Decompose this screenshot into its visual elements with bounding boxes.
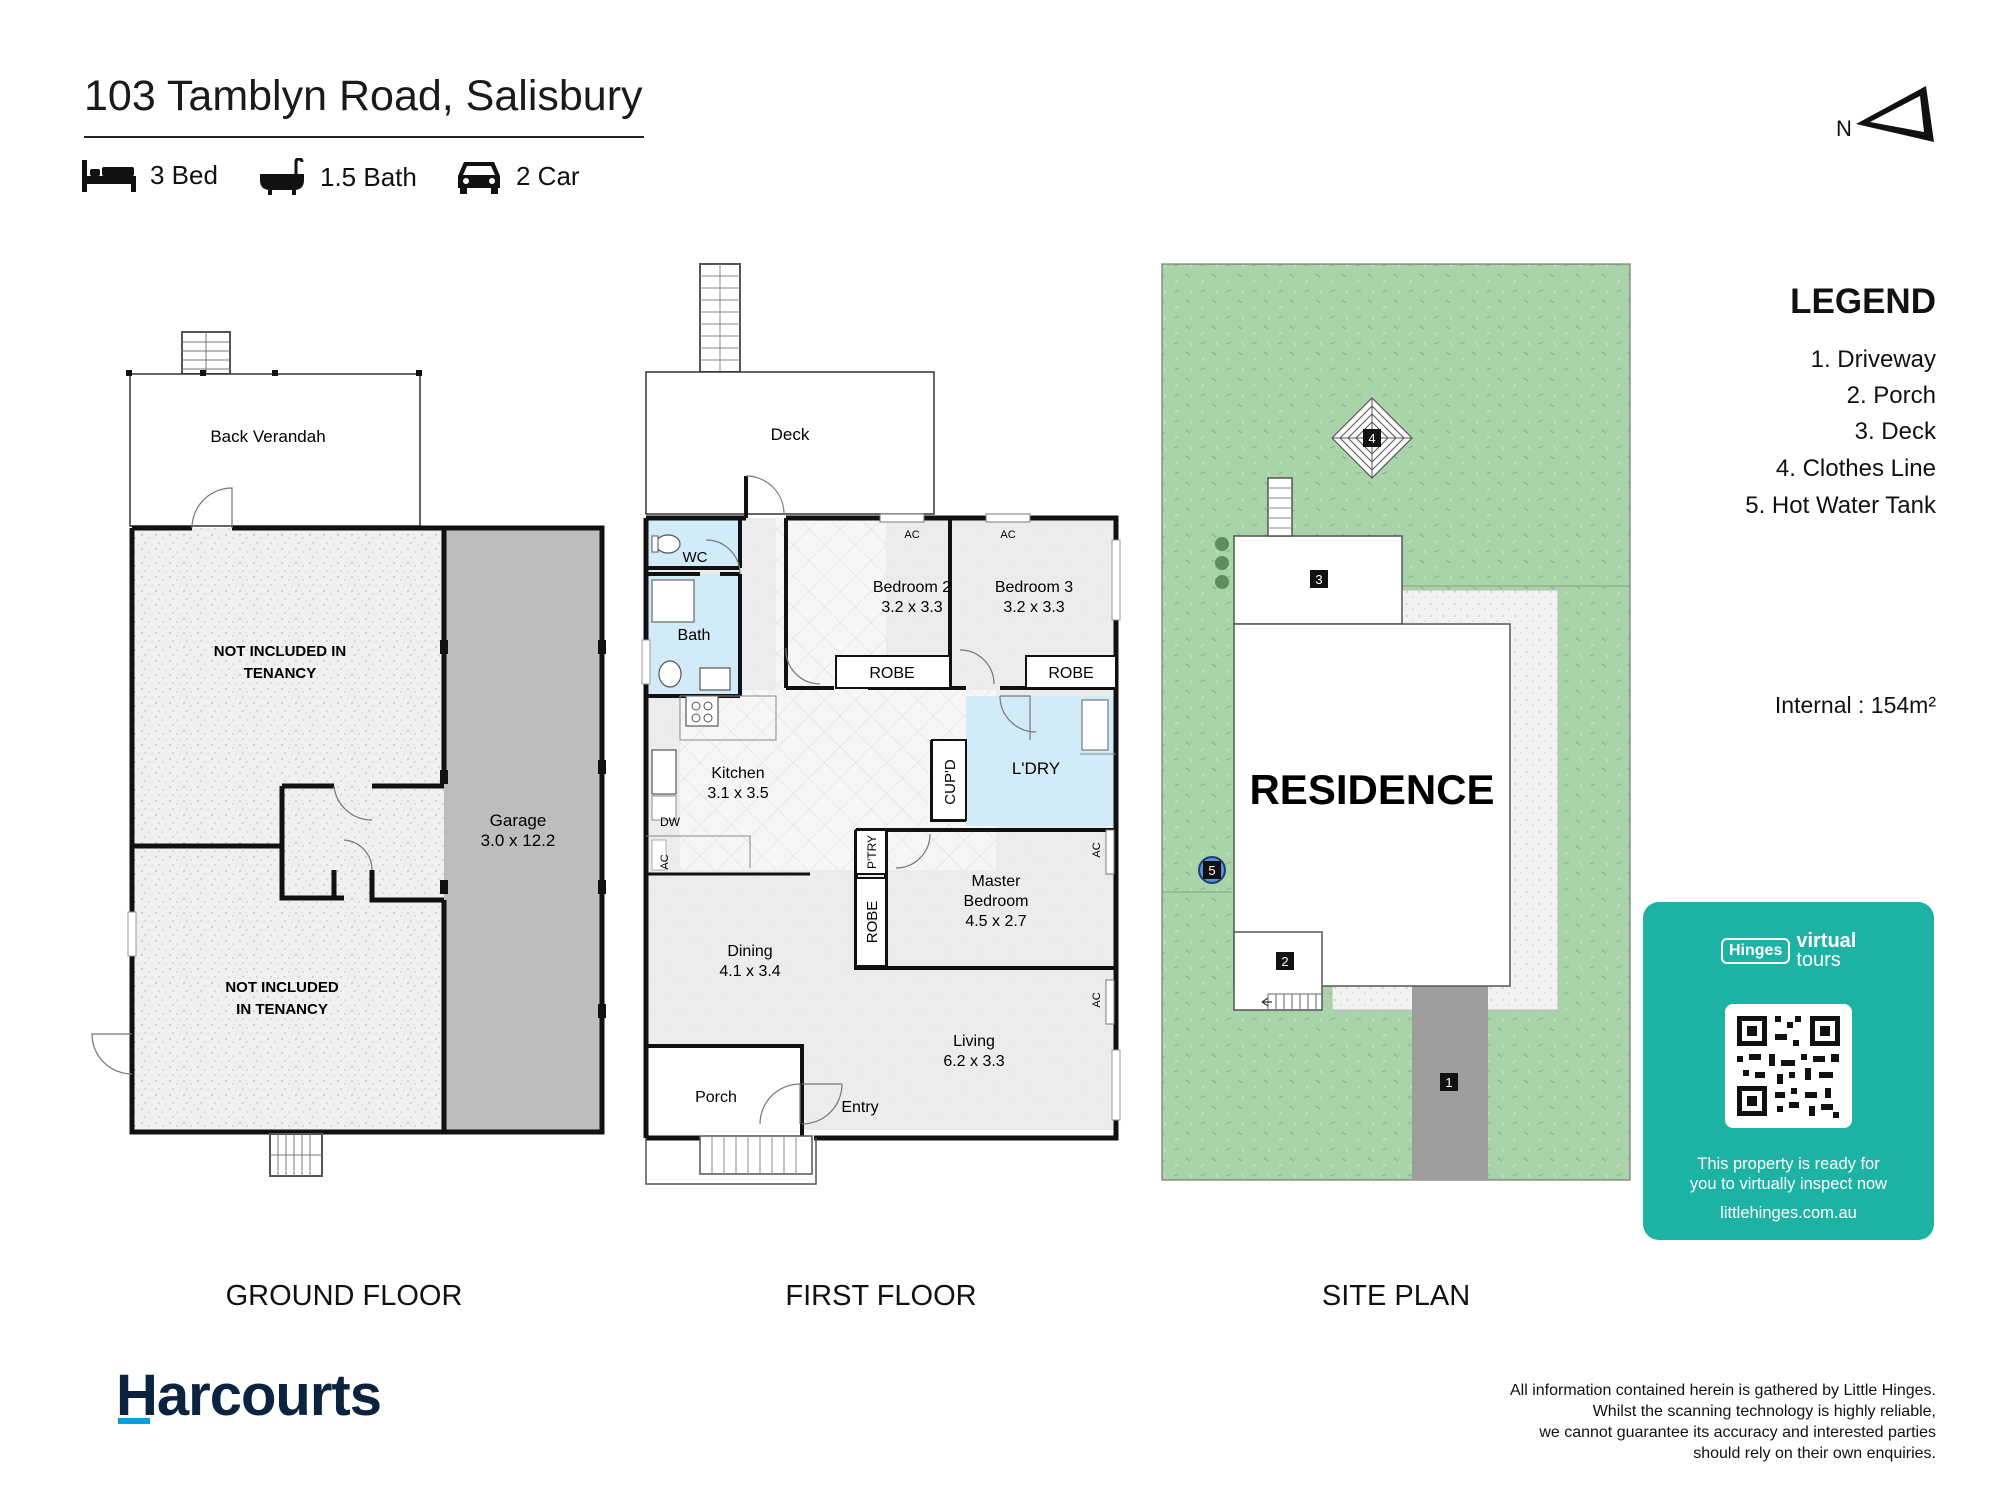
site-marker-2: 2 xyxy=(1281,954,1288,969)
virtual-tour-website-link[interactable]: littlehinges.com.au xyxy=(1720,1204,1857,1222)
legend-item-hot-water-tank: 5. Hot Water Tank xyxy=(1745,492,1936,519)
site-marker-1: 1 xyxy=(1445,1075,1452,1090)
title-divider xyxy=(84,136,644,138)
ground-floor-plan: Back Verandah NOT INCLUDED IN TENANCY NO… xyxy=(91,331,606,1177)
pantry-label: P'TRY xyxy=(865,835,879,869)
internal-area-label: Internal xyxy=(1774,692,1852,718)
harcourts-logo-accent xyxy=(118,1418,150,1424)
disclaimer-line-4: should rely on their own enquiries. xyxy=(1693,1445,1936,1462)
bedroom2-label: Bedroom 2 xyxy=(873,579,951,596)
car-icon xyxy=(458,162,500,194)
dishwasher-label: DW xyxy=(660,815,681,829)
virtual-tour-message-line-2: you to virtually inspect now xyxy=(1689,1175,1888,1193)
not-included-label-2a: NOT INCLUDED xyxy=(225,979,338,996)
garage-dimensions: 3.0 x 12.2 xyxy=(481,831,556,850)
first-floor-plan: Deck WC Bath Bedroom 2 3.2 x 3.3 Bedroom… xyxy=(641,263,1121,1185)
master-bedroom-label-1: Master xyxy=(972,873,1022,890)
feature-bed: 3 Bed xyxy=(82,158,218,192)
garage-label: Garage xyxy=(490,811,547,830)
entry-label: Entry xyxy=(841,1099,878,1116)
legend-title: LEGEND xyxy=(1790,282,1936,321)
site-marker-5: 5 xyxy=(1208,863,1215,878)
ac-label-living: AC xyxy=(1091,992,1103,1007)
disclaimer: All information contained herein is gath… xyxy=(1416,1380,1936,1464)
kitchen-dimensions: 3.1 x 3.5 xyxy=(707,785,768,802)
laundry-label: L'DRY xyxy=(1012,759,1060,778)
feature-car-label: 2 Car xyxy=(516,160,580,191)
porch-label: Porch xyxy=(695,1089,737,1106)
kitchen-label: Kitchen xyxy=(711,765,764,782)
robe-label-master: ROBE xyxy=(864,901,881,944)
legend-item-deck: 3. Deck xyxy=(1854,418,1936,445)
virtual-tour-message-line-1: This property is ready for xyxy=(1697,1155,1880,1173)
feature-bath: 1.5 Bath xyxy=(258,158,417,196)
internal-area: Internal : 154m² xyxy=(1775,692,1936,719)
first-floor-label: FIRST FLOOR xyxy=(785,1280,977,1312)
site-marker-3: 3 xyxy=(1315,572,1322,587)
ac-label-master: AC xyxy=(1091,842,1103,857)
legend-item-porch: 2. Porch xyxy=(1846,382,1936,409)
feature-bed-label: 3 Bed xyxy=(150,159,218,190)
disclaimer-line-2: Whilst the scanning technology is highly… xyxy=(1592,1403,1936,1420)
dining-label: Dining xyxy=(727,943,772,960)
ground-floor-label: GROUND FLOOR xyxy=(225,1280,463,1312)
qr-code[interactable] xyxy=(1725,1004,1852,1128)
brand-line-2: tours xyxy=(1796,949,1841,971)
wc-label: WC xyxy=(683,549,708,566)
site-plan-label: SITE PLAN xyxy=(1321,1280,1471,1312)
residence-label: RESIDENCE xyxy=(1249,766,1494,813)
bedroom2-dimensions: 3.2 x 3.3 xyxy=(881,599,942,616)
living-label: Living xyxy=(953,1033,995,1050)
north-arrow-icon: N xyxy=(1836,86,1934,142)
not-included-label-1a: NOT INCLUDED IN xyxy=(214,643,347,660)
not-included-label-2b: IN TENANCY xyxy=(236,1001,328,1018)
back-verandah-label: Back Verandah xyxy=(210,427,325,446)
internal-area-value: : 154m² xyxy=(1858,692,1936,718)
bedroom3-label: Bedroom 3 xyxy=(995,579,1073,596)
not-included-label-1b: TENANCY xyxy=(244,665,317,682)
living-dimensions: 6.2 x 3.3 xyxy=(943,1053,1004,1070)
brand-name: Hinges xyxy=(1721,938,1791,964)
ac-label-kitchen: AC xyxy=(659,854,671,869)
ac-label-bedroom2: AC xyxy=(904,529,919,541)
bed-icon xyxy=(82,160,136,192)
brand-tagline: virtual tours xyxy=(1796,930,1857,971)
page-title: 103 Tamblyn Road, Salisbury xyxy=(84,72,643,120)
robe-label-bedroom3: ROBE xyxy=(1048,665,1093,682)
disclaimer-line-1: All information contained herein is gath… xyxy=(1509,1382,1936,1399)
virtual-tour-card[interactable]: Hinges virtual tours This property is re… xyxy=(1643,902,1934,1240)
brand-line-1: virtual xyxy=(1796,930,1857,952)
qr-code-icon xyxy=(1737,1016,1840,1118)
legend-item-clothes-line: 4. Clothes Line xyxy=(1775,455,1936,482)
bath-label: Bath xyxy=(678,627,711,644)
little-hinges-logo: Hinges virtual tours xyxy=(1721,930,1857,971)
harcourts-logo: Harcourts xyxy=(116,1363,382,1428)
virtual-tour-message: This property is ready for you to virtua… xyxy=(1643,1154,1934,1194)
legend-item-driveway: 1. Driveway xyxy=(1810,346,1936,373)
master-bedroom-label-2: Bedroom xyxy=(964,893,1029,910)
ac-label-bedroom3: AC xyxy=(1000,529,1015,541)
deck-label: Deck xyxy=(771,425,810,444)
site-plan: 1 2 3 4 5 RESIDENCE xyxy=(1161,263,1631,1181)
disclaimer-line-3: we cannot guarantee its accuracy and int… xyxy=(1539,1424,1936,1441)
master-bedroom-dimensions: 4.5 x 2.7 xyxy=(965,913,1026,930)
feature-bath-label: 1.5 Bath xyxy=(320,161,417,192)
north-label: N xyxy=(1836,116,1852,141)
feature-car: 2 Car xyxy=(456,158,580,194)
dining-dimensions: 4.1 x 3.4 xyxy=(719,963,780,980)
robe-label-bedroom2: ROBE xyxy=(869,665,914,682)
bath-icon xyxy=(260,158,304,195)
site-marker-4: 4 xyxy=(1368,431,1375,446)
cupboard-label: CUP'D xyxy=(942,759,959,805)
bedroom3-dimensions: 3.2 x 3.3 xyxy=(1003,599,1064,616)
